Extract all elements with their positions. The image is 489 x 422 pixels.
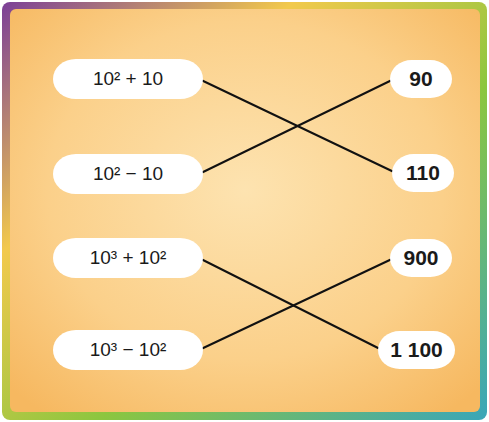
answer-oval: 1 100 [378, 331, 455, 369]
match-line [199, 79, 396, 173]
expression-text: 10² + 10 [93, 68, 163, 90]
answer-oval: 110 [392, 154, 454, 192]
expression-oval: 10³ + 10² [53, 238, 203, 278]
answer-text: 900 [403, 246, 438, 270]
answer-text: 110 [406, 161, 440, 185]
answer-oval: 90 [390, 60, 452, 98]
expression-text: 10³ + 10² [90, 247, 167, 269]
expression-oval: 10³ − 10² [53, 330, 203, 370]
answer-text: 1 100 [390, 338, 443, 362]
expression-text: 10³ − 10² [90, 339, 167, 361]
match-line [199, 258, 394, 350]
answer-text: 90 [409, 67, 432, 91]
expression-text: 10² − 10 [93, 163, 163, 185]
expression-oval: 10² − 10 [53, 154, 203, 194]
answer-oval: 900 [390, 239, 452, 277]
paint-area [10, 9, 480, 412]
match-line [199, 79, 394, 174]
expression-oval: 10² + 10 [53, 59, 203, 99]
